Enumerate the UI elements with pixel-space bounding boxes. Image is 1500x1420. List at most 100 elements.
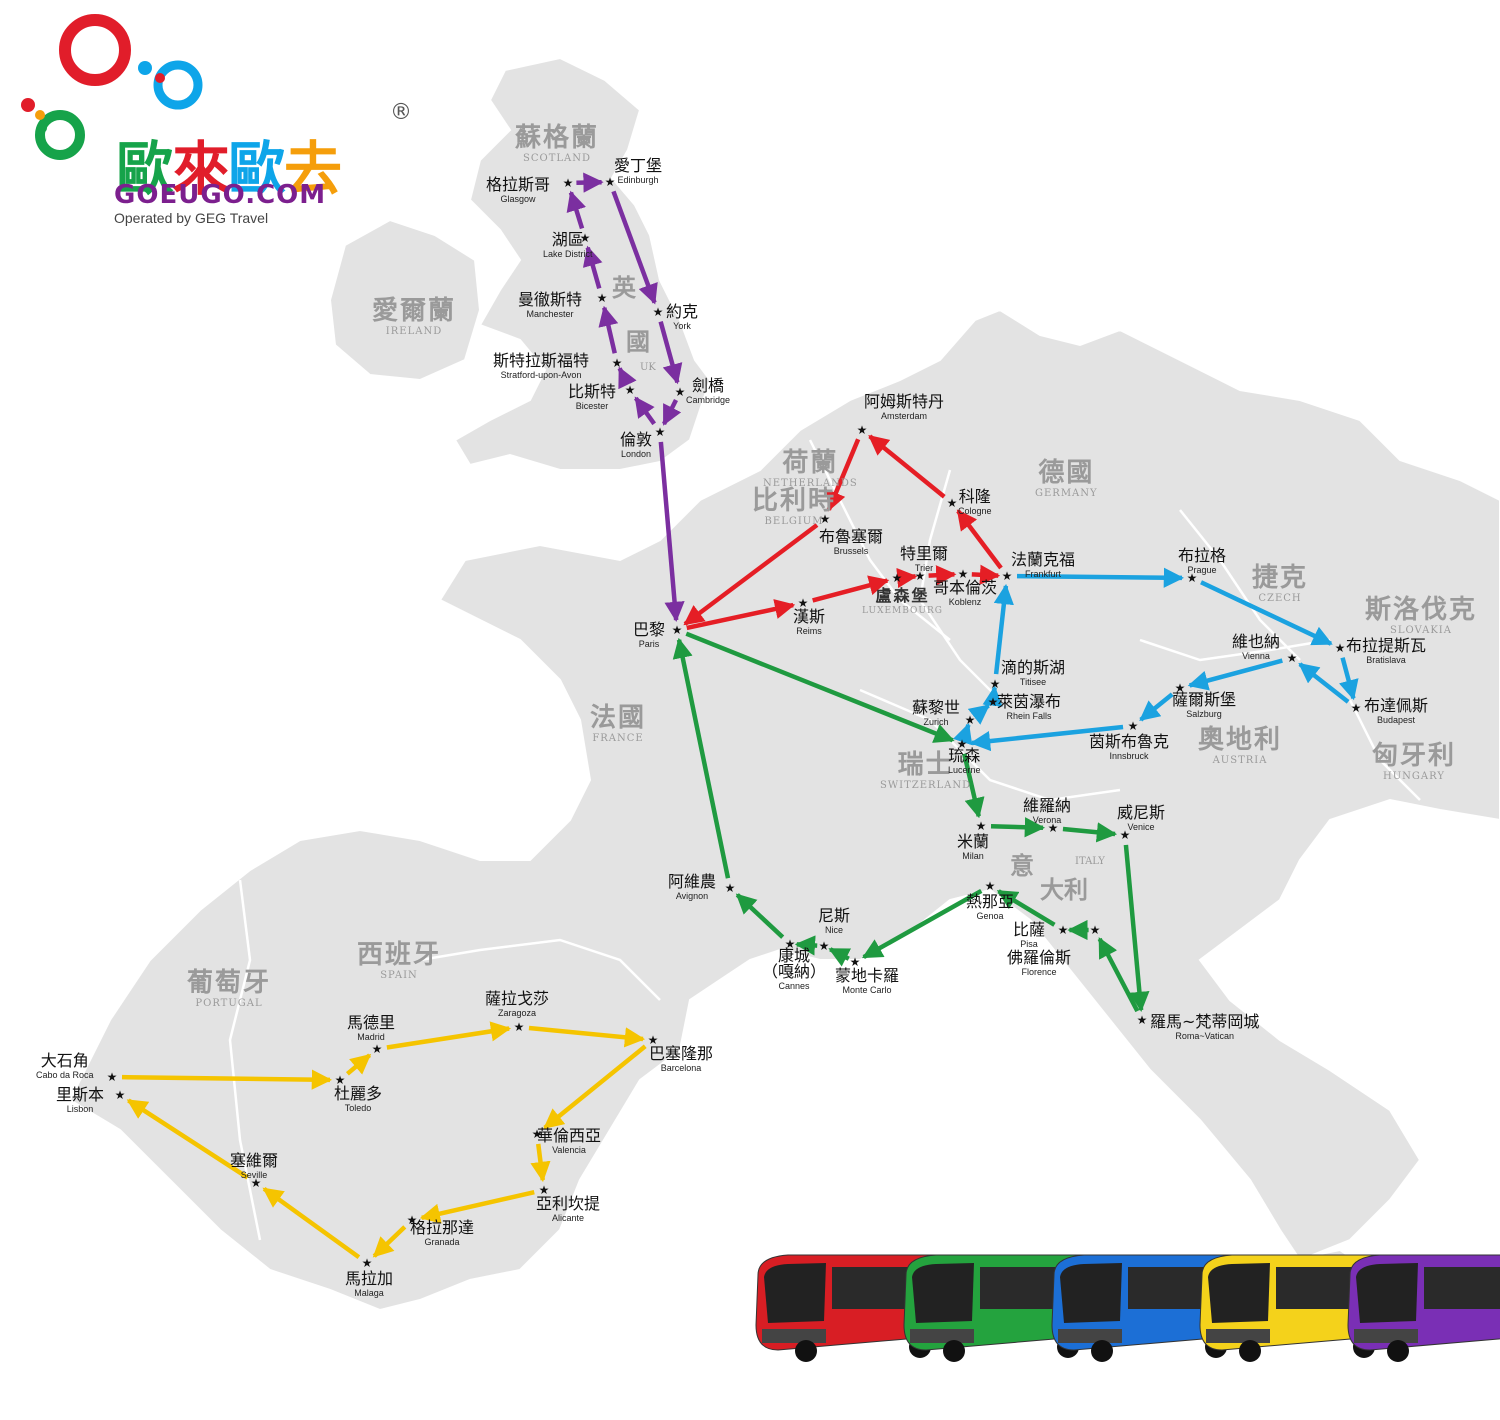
star-marker-titisee[interactable]: ★ [990,677,1001,691]
city-cannes[interactable]: 康城 （嘎納）Cannes [762,948,826,991]
star-marker-valencia[interactable]: ★ [532,1127,543,1141]
star-marker-alicante[interactable]: ★ [539,1183,550,1197]
star-marker-salzburg[interactable]: ★ [1175,681,1186,695]
star-marker-zurich[interactable]: ★ [965,713,976,727]
star-marker-amsterdam[interactable]: ★ [857,423,868,437]
star-marker-cologne[interactable]: ★ [947,496,958,510]
star-marker-zaragoza[interactable]: ★ [514,1020,525,1034]
star-marker-cabodaroca[interactable]: ★ [107,1070,118,1084]
star-marker-seville[interactable]: ★ [251,1176,262,1190]
star-marker-budapest[interactable]: ★ [1351,701,1362,715]
star-marker-milan[interactable]: ★ [976,819,987,833]
star-marker-prague[interactable]: ★ [1187,571,1198,585]
star-marker-montecarlo[interactable]: ★ [850,955,861,969]
star-marker-cambridge[interactable]: ★ [675,385,686,399]
star-marker-innsbruck[interactable]: ★ [1128,719,1139,733]
star-marker-toledo[interactable]: ★ [335,1073,346,1087]
star-marker-pisa[interactable]: ★ [1058,923,1069,937]
star-marker-granada[interactable]: ★ [407,1213,418,1227]
star-marker-frankfurt[interactable]: ★ [1002,569,1013,583]
star-marker-bratislava[interactable]: ★ [1335,641,1346,655]
star-marker-lisbon[interactable]: ★ [115,1088,126,1102]
star-marker-verona[interactable]: ★ [1048,821,1059,835]
star-marker-cannes[interactable]: ★ [785,937,796,951]
star-marker-madrid[interactable]: ★ [372,1042,383,1056]
star-marker-edinburgh[interactable]: ★ [605,175,616,189]
star-marker-brussels[interactable]: ★ [820,512,831,526]
star-marker-stratford[interactable]: ★ [612,356,623,370]
star-marker-florence[interactable]: ★ [1090,923,1101,937]
star-marker-bicester[interactable]: ★ [625,383,636,397]
star-marker-london[interactable]: ★ [655,425,666,439]
star-marker-koblenz[interactable]: ★ [958,567,969,581]
star-marker-avignon[interactable]: ★ [725,881,736,895]
star-marker-genoa[interactable]: ★ [985,879,996,893]
star-marker-venice[interactable]: ★ [1120,828,1131,842]
logo[interactable]: 歐來歐去 ® GOEUGO.COM Operated by GEG Travel [18,12,438,226]
star-marker-rome[interactable]: ★ [1137,1013,1148,1027]
star-marker-york[interactable]: ★ [653,305,664,319]
star-marker-lake[interactable]: ★ [580,231,591,245]
star-marker-luxembourg[interactable]: ★ [892,571,903,585]
star-marker-glasgow[interactable]: ★ [563,176,574,190]
star-marker-malaga[interactable]: ★ [362,1256,373,1270]
star-marker-vienna[interactable]: ★ [1287,651,1298,665]
star-marker-reims[interactable]: ★ [798,596,809,610]
star-marker-barcelona[interactable]: ★ [648,1033,659,1047]
star-marker-trier[interactable]: ★ [915,569,926,583]
star-marker-nice[interactable]: ★ [819,939,830,953]
star-marker-lucerne[interactable]: ★ [957,737,968,751]
star-marker-manchester[interactable]: ★ [597,291,608,305]
star-marker-paris[interactable]: ★ [672,623,683,637]
star-marker-rheinfalls[interactable]: ★ [988,695,999,709]
